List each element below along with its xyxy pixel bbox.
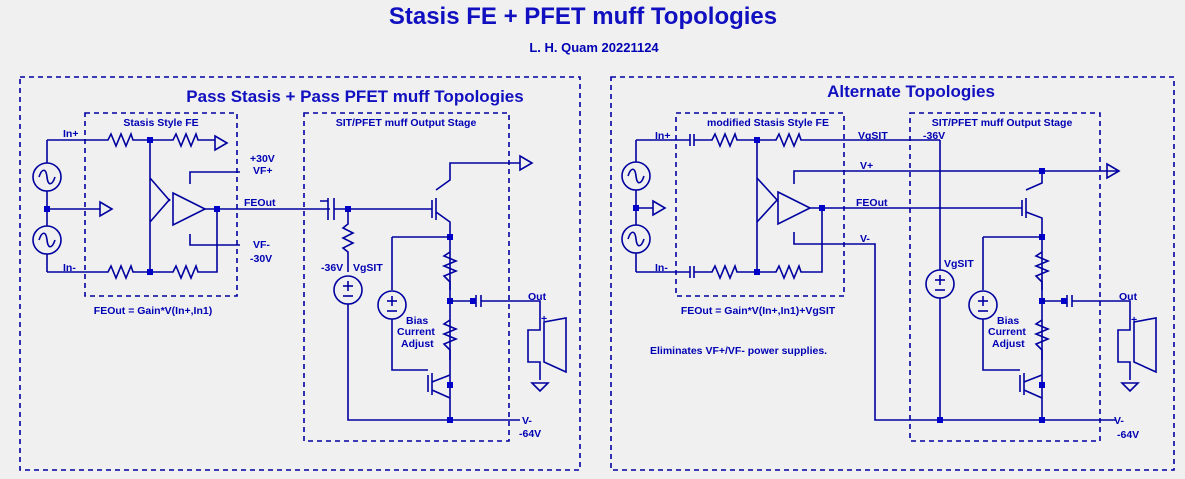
left-label-in-plus: In+: [63, 128, 78, 140]
left-label-neg36: -36V: [321, 262, 343, 274]
right-fe-circuit: VgSIT -36V V+ FEOut V-: [689, 130, 1120, 421]
left-output-circuit: -36V VgSIT Bias Current Adjust Out + V-: [320, 155, 567, 440]
left-fe-box: [84, 112, 238, 297]
right-ground-port-icon: [652, 200, 666, 216]
left-label-out: Out: [528, 291, 547, 303]
left-label-vf-minus: VF-: [253, 239, 270, 251]
left-output-box: [303, 112, 510, 442]
right-fe-box-label: modified Stasis Style FE: [707, 117, 829, 129]
left-source-plus-icon: [32, 162, 62, 192]
right-label-bias3: Adjust: [992, 338, 1025, 350]
left-ground-icon: [531, 382, 549, 392]
left-vgsit-source-icon: [333, 275, 363, 305]
left-speaker-icon: [527, 317, 567, 380]
left-label-vf-plus-voltage: +30V: [250, 153, 275, 165]
left-label-vf-plus: VF+: [253, 165, 273, 177]
left-label-in-minus: In-: [63, 262, 76, 274]
left-bias-source-icon: [377, 290, 407, 320]
page-title: Stasis FE + PFET muff Topologies: [389, 3, 777, 30]
right-label-in-plus: In+: [655, 130, 670, 142]
right-label-bias1: Bias: [997, 315, 1019, 327]
left-formula: FEOut = Gain*V(In+,In1): [94, 305, 212, 317]
right-panel-title: Alternate Topologies: [827, 82, 995, 101]
right-label-out: Out: [1119, 291, 1138, 303]
left-label-bias2: Current: [397, 326, 435, 338]
left-label-v-minus: V-: [522, 415, 532, 427]
right-label-vgsit-top: VgSIT: [858, 130, 888, 142]
left-label-vf-minus-voltage: -30V: [250, 253, 272, 265]
right-ground-icon: [1121, 382, 1139, 392]
left-label-bias3: Adjust: [401, 338, 434, 350]
left-output-box-label: SIT/PFET muff Output Stage: [336, 117, 477, 129]
right-label-v-plus: V+: [860, 160, 873, 172]
right-output-box-label: SIT/PFET muff Output Stage: [932, 117, 1073, 129]
right-label-neg36: -36V: [923, 130, 945, 142]
right-label-v-minus: V-: [1114, 415, 1124, 427]
left-label-fe-out: FEOut: [244, 197, 276, 209]
right-panel-frame: [610, 76, 1175, 471]
right-opamp-icon: [777, 190, 812, 226]
right-label-in-minus: In-: [655, 262, 668, 274]
left-label-bias1: Bias: [406, 315, 428, 327]
right-vgsit-source-icon: [925, 269, 955, 299]
right-label-fe-out: FEOut: [856, 197, 888, 209]
left-label-neg64: -64V: [519, 428, 541, 440]
right-input-sources: In+ In-: [621, 130, 690, 274]
right-label-neg64: -64V: [1117, 429, 1139, 441]
left-input-sources: In+ In-: [32, 128, 113, 274]
right-formula: FEOut = Gain*V(In+,In1)+VgSIT: [681, 305, 836, 317]
right-label-vgsit: VgSIT: [944, 258, 974, 270]
left-source-minus-icon: [32, 225, 62, 255]
right-note: Eliminates VF+/VF- power supplies.: [650, 345, 827, 357]
left-fe-box-label: Stasis Style FE: [123, 117, 198, 129]
right-label-v-minus-mid: V-: [860, 233, 870, 245]
left-label-vgsit: VgSIT: [353, 262, 383, 274]
left-panel-title: Pass Stasis + Pass PFET muff Topologies: [186, 87, 523, 106]
left-fe-circuit: +30V VF+ FEOut VF- -30V: [85, 131, 330, 281]
page-subtitle: L. H. Quam 20221124: [529, 40, 659, 55]
right-source-plus-icon: [621, 161, 651, 191]
right-bias-source-icon: [968, 290, 998, 320]
left-ground-port-icon: [99, 201, 113, 217]
left-label-plus: +: [541, 313, 547, 325]
left-panel-frame: [19, 76, 581, 471]
right-label-bias2: Current: [988, 326, 1026, 338]
left-opamp-icon: [172, 191, 207, 227]
right-speaker-icon: [1117, 317, 1157, 380]
left-panel: Pass Stasis + Pass PFET muff Topologies …: [19, 76, 581, 471]
right-source-minus-icon: [621, 224, 651, 254]
right-label-plus: +: [1131, 314, 1137, 326]
left-fe-port-icon: [214, 135, 228, 151]
right-output-box: [909, 112, 1101, 442]
right-output-circuit: VgSIT Bias Current Adjust Out + V- -64V: [925, 140, 1157, 441]
left-vplus-port-icon: [519, 155, 533, 171]
right-fe-box: [675, 112, 845, 297]
right-panel: Alternate Topologies modified Stasis Sty…: [610, 76, 1175, 471]
